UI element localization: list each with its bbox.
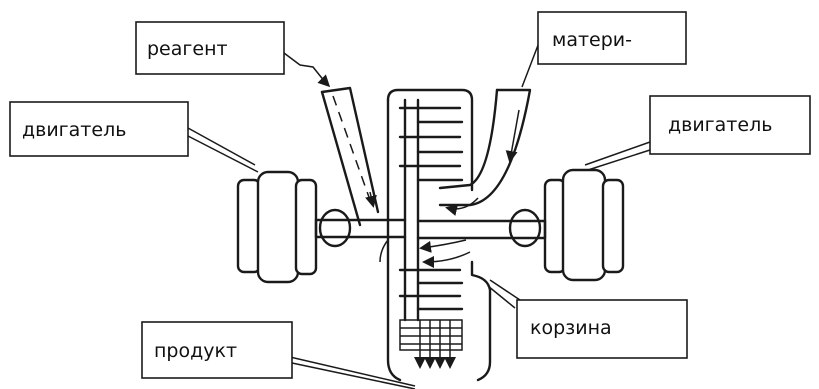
reagent-inlet-tube: [320, 86, 380, 227]
label-basket-text: корзина: [530, 317, 612, 339]
label-product-text: продукт: [154, 340, 237, 362]
basket-housing: [379, 88, 492, 382]
label-material-text: матери-: [552, 29, 632, 51]
right-motor: [543, 168, 625, 282]
left-motor: [236, 170, 318, 284]
label-product: продукт: [141, 321, 293, 379]
label-reagent-text: реагент: [147, 38, 228, 60]
label-material: матери-: [537, 11, 687, 65]
label-reagent: реагент: [135, 21, 285, 75]
leader-lines: [187, 39, 651, 389]
label-motor-left-text: двигатель: [22, 119, 126, 141]
label-motor-left: двигатель: [9, 101, 189, 157]
shaft: [314, 218, 547, 240]
label-motor-right-text: двигатель: [668, 114, 772, 136]
bearings: [318, 208, 542, 248]
label-basket: корзина: [516, 299, 688, 359]
label-motor-right: двигатель: [649, 95, 811, 155]
